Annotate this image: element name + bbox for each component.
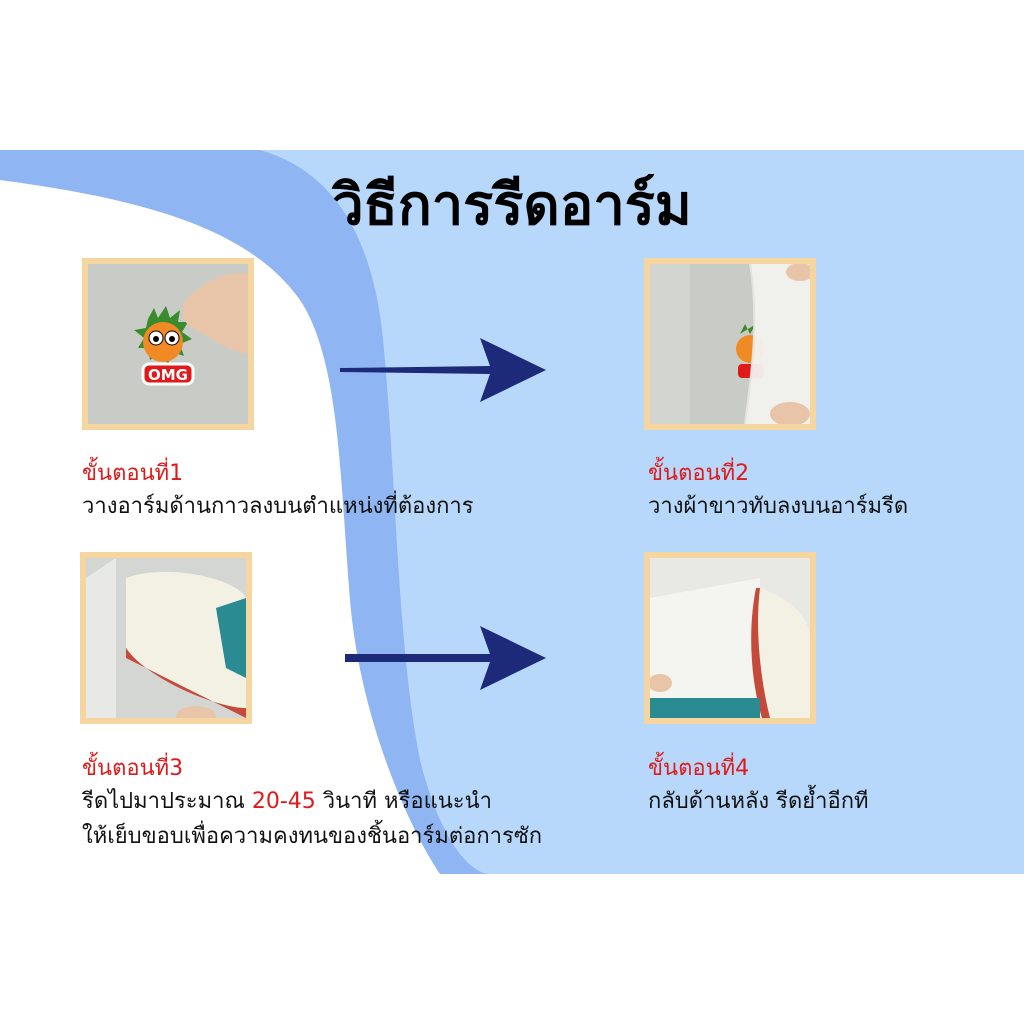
page-title: วิธีการรีดอาร์ม (332, 173, 692, 238)
step3-photo (80, 552, 252, 724)
arrow-right-icon (345, 626, 546, 690)
hand-image (183, 273, 248, 354)
iron-image (126, 571, 246, 718)
step3-desc-post: วินาที หรือแนะนำ (315, 789, 492, 814)
step2-description: วางผ้าขาวทับลงบนอาร์มรีด (648, 494, 909, 519)
step3-description-line1: รีดไปมาประมาณ 20-45 วินาที หรือแนะนำ (82, 785, 492, 819)
step4-label: ขั้นตอนที่4 (648, 756, 750, 781)
step2-label: ขั้นตอนที่2 (648, 461, 750, 486)
arrow-right-icon (340, 338, 546, 402)
step3-duration-highlight: 20-45 (251, 789, 316, 814)
step3-desc-pre: รีดไปมาประมาณ (82, 789, 252, 814)
white-cloth-image (745, 264, 810, 424)
step1-description: วางอาร์มด้านกาวลงบนตำแหน่งที่ต้องการ (82, 494, 474, 519)
step2-photo (644, 258, 816, 430)
step4-description: กลับด้านหลัง รีดย้ำอีกที (648, 789, 869, 814)
step4-photo (644, 552, 816, 724)
step3-label: ขั้นตอนที่3 (82, 756, 184, 781)
patch-image: OMG (134, 306, 195, 386)
step1-label: ขั้นตอนที่1 (82, 461, 184, 486)
patch-text: OMG (148, 366, 188, 384)
iron-image (650, 588, 810, 718)
step3-description-line2: ให้เย็บขอบเพื่อความคงทนของชิ้นอาร์มต่อกา… (82, 824, 543, 849)
step1-photo: OMG (82, 258, 254, 430)
